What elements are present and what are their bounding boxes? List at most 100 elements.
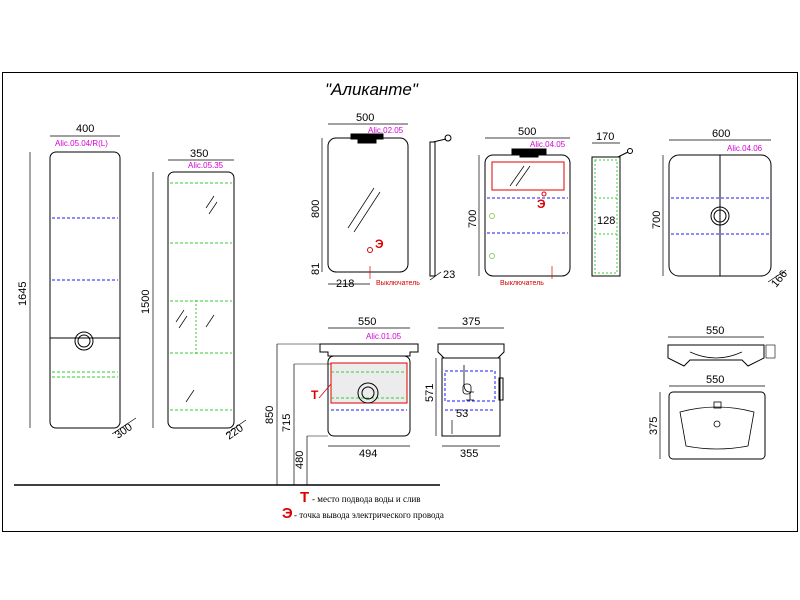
sink-depth: 375 — [648, 417, 660, 435]
vanity-side-depth: 375 — [462, 316, 480, 328]
vanity: Т 550 Alic.01.05 494 850 715 480 — [264, 316, 419, 485]
vanity-height-pipe: 715 — [281, 414, 293, 432]
sink-plan-bowl — [679, 406, 755, 450]
mirror-cabinet-side — [591, 156, 621, 277]
mirror: Э 500 Alic.02.05 800 81 218 Выключатель … — [310, 112, 455, 290]
vanity-side-inner — [444, 370, 496, 402]
power-point-icon — [541, 191, 547, 197]
dim-line — [429, 271, 442, 281]
wall-cabinet-depth: 166 — [769, 268, 790, 290]
siphon-icon-bulb — [462, 383, 472, 395]
wall-cabinet-height: 700 — [651, 211, 663, 229]
glass-cabinet-code: Alic.05.35 — [188, 161, 224, 170]
tall-cabinet-width: 400 — [76, 123, 94, 135]
mirror-code: Alic.02.05 — [368, 126, 404, 135]
glass-reflection — [205, 195, 215, 209]
vanity-height-total: 850 — [264, 406, 276, 424]
mirror-reflection — [509, 165, 525, 187]
mirror-reflection — [515, 165, 531, 187]
drawing-title: "Аликанте" — [325, 80, 419, 99]
vanity-code: Alic.01.05 — [366, 332, 402, 341]
legend-text-power: - точка вывода электрического провода — [294, 510, 444, 520]
mirror-power-marker: Э — [375, 237, 384, 251]
mirror-height: 800 — [310, 200, 322, 218]
lamp-icon-base — [357, 138, 377, 144]
lamp-side-icon — [444, 134, 452, 142]
dim-line — [225, 419, 247, 435]
knob-icon-inner — [361, 386, 375, 400]
mirror-cabinet-side-inner — [594, 159, 618, 274]
vanity-side-bottom-depth: 355 — [460, 448, 478, 460]
vanity-side-height: 571 — [424, 384, 436, 402]
hinge-icon — [489, 213, 495, 219]
vanity-bottom-width: 494 — [359, 448, 377, 460]
legend-marker-power: Э — [282, 505, 293, 522]
sink-thickness: 70 — [769, 349, 775, 356]
wall-cabinet: 600 Alic.04.06 700 166 — [651, 128, 790, 290]
sink-bowl — [689, 351, 743, 359]
mirror-side-profile — [429, 141, 436, 277]
sink-elevation — [667, 344, 765, 367]
sink-width-plan: 550 — [706, 374, 724, 386]
knob-icon — [357, 382, 379, 404]
sink-plan — [668, 391, 766, 460]
legend-marker-water: Т — [300, 489, 309, 506]
vanity-basin-top — [319, 343, 419, 357]
vanity-side-body — [441, 357, 501, 437]
knob-icon-inner — [713, 209, 727, 223]
siphon-icon — [463, 365, 474, 401]
wall-cabinet-width: 600 — [712, 128, 730, 140]
glass-cabinet-body — [167, 171, 235, 429]
mirror-cabinet-side-arm — [617, 151, 629, 158]
mirror-switch-offset: 218 — [336, 278, 354, 290]
mirror-depth: 23 — [443, 269, 455, 281]
glass-cabinet: 350 Alic.05.35 1500 220 — [140, 148, 247, 442]
tall-cabinet-height: 1645 — [17, 282, 29, 306]
vanity-side-offset: 53 — [456, 408, 468, 420]
knob-icon — [74, 331, 94, 351]
hinge-icon — [489, 253, 495, 259]
mirror-cabinet-side-width: 170 — [596, 131, 614, 143]
power-zone — [491, 161, 565, 191]
mirror-cabinet: Э 500 Alic.04.05 700 Выключатель 170 128 — [467, 126, 633, 287]
knob-icon — [710, 206, 730, 226]
lamp-icon-base — [519, 153, 539, 158]
dim-line — [767, 269, 787, 283]
wall-cabinet-code: Alic.04.06 — [727, 144, 763, 153]
glass-reflection — [205, 314, 215, 328]
sink-width-top: 550 — [706, 325, 724, 337]
mirror-cabinet-height: 700 — [467, 210, 479, 228]
mirror-bottom-offset: 81 — [310, 263, 322, 275]
mirror-switch-label: Выключатель — [376, 280, 420, 287]
mirror-cabinet-width: 500 — [518, 126, 536, 138]
vanity-body — [327, 355, 411, 437]
glass-reflection — [208, 201, 218, 215]
drain-icon — [713, 420, 721, 428]
glass-reflection — [185, 389, 195, 403]
legend-text-water: - место подвода воды и слив — [312, 494, 421, 504]
power-point-icon — [367, 247, 373, 253]
mirror-cabinet-switch-label: Выключатель — [500, 280, 544, 287]
dim-line — [111, 417, 137, 435]
sink-thickness-box — [765, 344, 776, 359]
lamp-icon — [511, 148, 547, 155]
tall-cabinet: 400 Alic.05.04/R(L) 1645 300 — [17, 123, 137, 441]
mirror-cabinet-body — [484, 154, 571, 277]
vanity-side: 375 571 53 355 — [424, 316, 505, 460]
glass-reflection — [178, 315, 188, 329]
lamp-side-icon — [627, 148, 633, 154]
tall-cabinet-code: Alic.05.04/R(L) — [55, 139, 108, 148]
vanity-width: 550 — [358, 316, 376, 328]
mirror-cabinet-power-marker: Э — [537, 197, 546, 211]
mirror-width: 500 — [356, 112, 374, 124]
mirror-side-arm — [432, 138, 447, 143]
drawing-frame — [2, 72, 798, 532]
mirror-cabinet-side-inner-height: 128 — [597, 215, 615, 227]
glass-reflection — [175, 309, 185, 323]
glass-cabinet-depth: 220 — [224, 422, 246, 442]
knob-icon-inner — [77, 334, 91, 348]
water-point-leader — [318, 383, 332, 399]
vanity-height-floor: 480 — [294, 451, 306, 469]
vanity-side-basin — [437, 343, 505, 359]
